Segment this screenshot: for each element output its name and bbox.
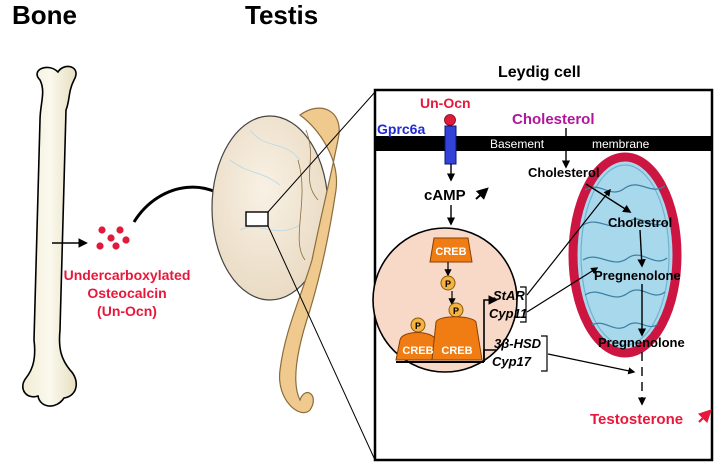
gene-star: StAR bbox=[493, 288, 525, 303]
membrane-label-2: membrane bbox=[592, 137, 650, 151]
un-ocn-ligand-label: Un-Ocn bbox=[420, 95, 471, 111]
cholesterol-cytosol-label: Cholesterol bbox=[528, 165, 600, 180]
osteocalcin-dots bbox=[96, 226, 130, 250]
phospho-p-3-label: P bbox=[453, 306, 459, 316]
cholesterol-extracellular-label: Cholesterol bbox=[512, 111, 595, 128]
creb-top: CREB bbox=[429, 237, 473, 263]
testis-title: Testis bbox=[245, 0, 318, 30]
camp-label: cAMP bbox=[424, 187, 466, 204]
creb-dimer-right-label: CREB bbox=[441, 345, 472, 357]
pregnenolone-cytosol-label: Pregnenolone bbox=[598, 335, 685, 350]
bone-illustration bbox=[22, 65, 77, 407]
bone-title: Bone bbox=[12, 0, 77, 30]
osteocalcin-label-line2: Osteocalcin bbox=[87, 285, 166, 301]
membrane-label-1: Basement bbox=[490, 137, 545, 151]
gene-cyp17: Cyp17 bbox=[492, 354, 532, 369]
phospho-p-1-label: P bbox=[445, 279, 451, 289]
creb-dimer: P P CREB CREB bbox=[395, 302, 483, 361]
testis-illustration bbox=[211, 107, 340, 414]
testosterone-increase-arrow bbox=[697, 409, 712, 424]
osteocalcin-label-line3: (Un-Ocn) bbox=[97, 303, 157, 319]
creb-top-label: CREB bbox=[435, 246, 466, 258]
pregnenolone-mito-label: Pregnenolone bbox=[594, 268, 681, 283]
zoom-region bbox=[245, 211, 269, 227]
osteocalcin-label-line1: Undercarboxylated bbox=[64, 267, 191, 283]
cholestrol-mito-label: Cholestrol bbox=[608, 215, 672, 230]
creb-dimer-left-label: CREB bbox=[402, 345, 433, 357]
leydig-title: Leydig cell bbox=[498, 64, 581, 81]
camp-increase-arrow bbox=[475, 187, 489, 200]
mitochondrion bbox=[568, 152, 682, 358]
testosterone-label: Testosterone bbox=[590, 411, 683, 428]
phospho-p-2-label: P bbox=[415, 321, 421, 331]
phospho-p-1 bbox=[440, 275, 456, 291]
un-ocn-ligand bbox=[444, 114, 456, 126]
gene-3b-hsd: 3β-HSD bbox=[494, 336, 542, 351]
gprc6a-receptor bbox=[444, 125, 457, 165]
gene-cyp11: Cyp11 bbox=[489, 306, 527, 321]
basement-membrane bbox=[376, 136, 711, 151]
gprc6a-label: Gprc6a bbox=[377, 121, 425, 137]
